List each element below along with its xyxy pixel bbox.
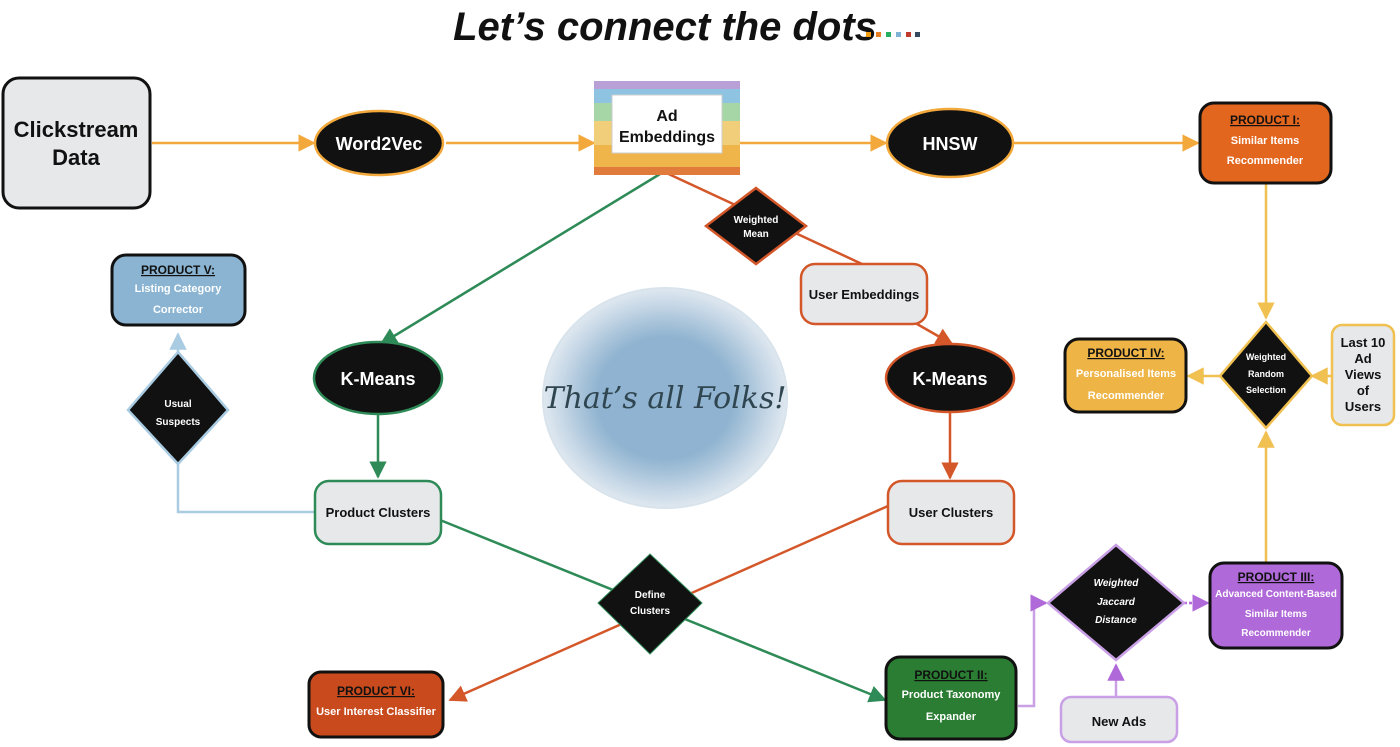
define-clusters-label-2: Clusters [630,606,670,617]
product-2-head: PRODUCT II: [914,668,987,682]
product-2-line-2: Expander [926,711,977,723]
node-hnsw[interactable]: HNSW [885,107,1015,179]
product-clusters-label: Product Clusters [326,505,431,520]
ad-embeddings-label-1: Ad [656,108,677,125]
product-4-line-2: Recommender [1088,390,1165,402]
weighted-random-label-3: Selection [1246,385,1286,395]
product-5-line-2: Corrector [153,304,204,316]
product-1-head: PRODUCT I: [1230,113,1300,127]
arrow-ad-embeddings-kmeans-left [379,172,661,346]
jaccard-label-2: Jaccard [1097,597,1136,608]
product-2-line-1: Product Taxonomy [902,689,1002,701]
product-3-line-2: Similar Items [1245,609,1308,620]
last10-label-4: of [1357,383,1370,398]
usual-suspects-label-1: Usual [164,399,191,410]
node-user-embeddings[interactable]: User Embeddings [799,262,929,326]
weighted-random-label-2: Random [1248,369,1284,379]
usual-suspects-label-2: Suspects [156,417,201,428]
node-weighted-jaccard[interactable]: Weighted Jaccard Distance [1046,543,1186,662]
node-kmeans-left[interactable]: K-Means [312,340,444,416]
weighted-random-label-1: Weighted [1246,352,1286,362]
page-title: Let’s connect the dots [453,5,877,49]
product-3-head: PRODUCT III: [1238,570,1315,584]
node-weighted-mean[interactable]: Weighted Mean [703,186,809,266]
weighted-mean-label-2: Mean [743,229,769,240]
hnsw-label: HNSW [923,134,978,154]
node-define-clusters[interactable]: Define Clusters [597,553,703,655]
define-clusters-label-1: Define [635,590,666,601]
word2vec-label: Word2Vec [336,134,423,154]
product-5-head: PRODUCT V: [141,263,215,277]
title-dots [866,32,920,37]
last10-label-3: Views [1345,367,1382,382]
node-last10-views[interactable]: Last 10 Ad Views of Users [1330,323,1396,427]
center-graphic: That’s all Folks! [542,287,788,509]
node-product-2[interactable]: PRODUCT II: Product Taxonomy Expander [884,655,1018,741]
user-clusters-label: User Clusters [909,505,994,520]
node-usual-suspects[interactable]: Usual Suspects [126,350,230,466]
node-new-ads[interactable]: New Ads [1059,695,1179,744]
product-6-line-1: User Interest Classifier [316,706,437,718]
node-product-1[interactable]: PRODUCT I: Similar Items Recommender [1198,101,1333,185]
node-product-6[interactable]: PRODUCT VI: User Interest Classifier [307,670,445,739]
user-embeddings-label: User Embeddings [809,287,920,302]
last10-label-5: Users [1345,399,1381,414]
kmeans-right-label: K-Means [912,369,987,389]
product-3-line-3: Recommender [1241,628,1311,639]
last10-label-1: Last 10 [1341,335,1386,350]
weighted-mean-label-1: Weighted [734,215,779,226]
product-1-line-2: Recommender [1227,155,1304,167]
node-weighted-random[interactable]: Weighted Random Selection [1218,320,1314,430]
arrow-user-embeddings-kmeans-right [916,322,954,346]
product-3-line-1: Advanced Content-Based [1215,589,1337,600]
node-kmeans-right[interactable]: K-Means [884,342,1016,414]
folks-blob [542,287,788,509]
new-ads-label: New Ads [1092,714,1146,729]
ad-embeddings-label-2: Embeddings [619,129,715,146]
node-product-3[interactable]: PRODUCT III: Advanced Content-Based Simi… [1208,561,1344,650]
node-word2vec[interactable]: Word2Vec [313,109,445,177]
product-4-line-1: Personalised Items [1076,368,1176,380]
center-caption: That’s all Folks! [544,381,787,416]
node-ad-embeddings[interactable]: Ad Embeddings [594,81,740,175]
product-6-head: PRODUCT VI: [337,684,415,698]
node-user-clusters[interactable]: User Clusters [886,479,1016,546]
kmeans-left-label: K-Means [340,369,415,389]
jaccard-label-3: Distance [1095,615,1137,626]
product-1-line-1: Similar Items [1231,135,1299,147]
last10-label-2: Ad [1354,351,1371,366]
jaccard-label-1: Weighted [1094,578,1140,589]
node-product-clusters[interactable]: Product Clusters [313,479,443,546]
product-5-line-1: Listing Category [135,283,223,295]
product-4-head: PRODUCT IV: [1087,346,1164,360]
arrow-product-2-jaccard [1018,594,1048,708]
node-product-5[interactable]: PRODUCT V: Listing Category Corrector [110,253,247,327]
node-product-4[interactable]: PRODUCT IV: Personalised Items Recommend… [1063,337,1188,414]
